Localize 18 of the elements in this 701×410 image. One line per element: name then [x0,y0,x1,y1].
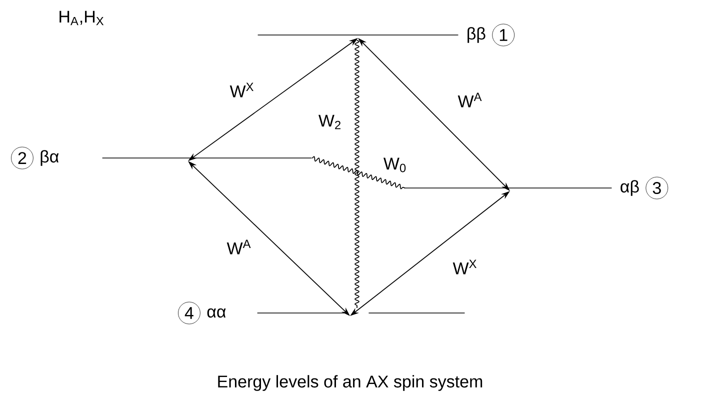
edge-label: W$^{A}$ [226,238,252,256]
energy-level: ββ 1 [257,24,515,46]
wavy-line [354,40,360,308]
energy-level: αβ 3 [404,176,668,200]
energy-level: 2 βα [11,146,312,170]
edge-label: W$^{A}$ [456,92,484,108]
wavy-line [312,156,406,190]
node-label: αβ [620,180,639,196]
axis-label: H$_{A}$,H$_{X}$ [60,10,104,26]
node-label: βα [40,150,59,166]
node-label: ββ [468,27,486,43]
edge-label: W$_{0}$ [382,156,408,174]
edge-label: W$^{X}$ [452,258,478,276]
node-label: αα [207,308,226,318]
edge-label: W$^{X}$ [228,82,256,98]
edge-label: W$_{2}$ [317,114,343,130]
caption: Energy levels of an AX spin system [218,375,482,391]
energy-level: 4 αα [178,302,466,324]
